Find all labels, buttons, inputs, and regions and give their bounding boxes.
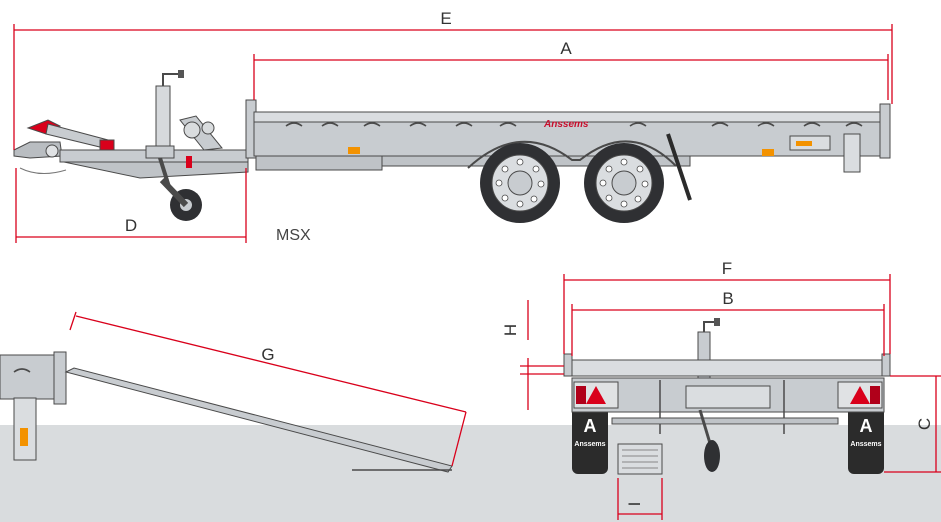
dimension-E	[13, 24, 893, 150]
dimension-D	[15, 168, 247, 243]
dimension-H	[520, 300, 564, 410]
dimension-A	[253, 54, 889, 100]
dimension-C	[884, 375, 941, 473]
label-E: E	[440, 9, 451, 28]
mudflap-left	[572, 404, 608, 474]
jockey-wheel-rear	[704, 440, 720, 472]
mudflap-badge-right: A	[860, 416, 873, 436]
label-B: B	[722, 289, 733, 308]
number-plate-holder	[685, 385, 771, 409]
mudflap-right	[848, 404, 884, 474]
label-H: H	[501, 324, 520, 336]
side-brand-logo: Anssems	[543, 119, 589, 130]
label-C: C	[915, 418, 934, 430]
tie-down-loops	[285, 122, 863, 127]
coupling-head	[13, 119, 115, 174]
tail-light-left	[573, 381, 619, 409]
wheel-rear	[584, 143, 664, 223]
side-marker-rear	[762, 149, 774, 156]
mudflap-brand-left: Anssems	[574, 441, 605, 448]
ground-area	[0, 425, 941, 522]
tail-light-right	[837, 381, 883, 409]
side-view: Anssems	[13, 70, 891, 223]
dimension-I	[617, 478, 663, 520]
label-D: D	[125, 216, 137, 235]
drawbar	[59, 149, 249, 179]
ramp-view	[0, 351, 453, 473]
label-F: F	[722, 259, 732, 278]
dimension-B	[571, 304, 885, 356]
winch	[179, 115, 223, 168]
step-plate	[617, 443, 663, 475]
rear-view: A A Anssems Anssems	[563, 318, 891, 475]
dimension-F	[563, 274, 891, 354]
mudflap-brand-right: Anssems	[850, 441, 881, 448]
dimension-G	[69, 311, 467, 467]
mudflap-badge-left: A	[584, 416, 597, 436]
label-G: G	[261, 345, 274, 364]
model-label: MSX	[276, 227, 311, 244]
wheel-arch	[467, 140, 677, 169]
label-I: I	[625, 502, 644, 507]
label-A: A	[560, 39, 572, 58]
jockey-wheel	[145, 70, 202, 221]
wheel-front	[480, 143, 560, 223]
ramp-holder	[843, 133, 861, 173]
side-marker-front	[348, 147, 360, 154]
